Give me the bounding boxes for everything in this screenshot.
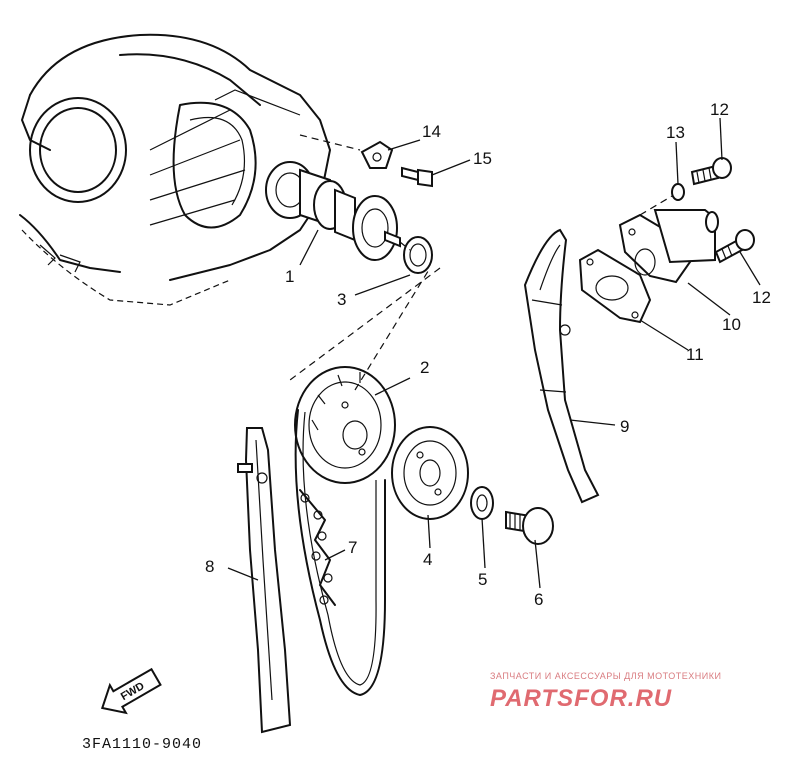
part-3-circlip <box>403 236 433 274</box>
callout-15: 15 <box>473 149 492 168</box>
part-6-bolt <box>505 507 554 545</box>
callout-11: 11 <box>686 345 704 364</box>
callout-2: 2 <box>420 358 429 377</box>
callout-14: 14 <box>422 122 441 141</box>
callout-7: 7 <box>348 538 357 557</box>
diagram-code: 3FA1110-9040 <box>82 736 202 753</box>
callout-numbers: 1 2 3 4 5 6 7 8 9 10 11 12 12 13 14 15 <box>205 100 771 609</box>
watermark: ЗАПЧАСТИ И АКСЕССУАРЫ ДЛЯ МОТОТЕХНИКИ PA… <box>490 671 721 712</box>
part-12-bolt-lower <box>714 229 755 264</box>
part-7-cam-chain <box>294 409 386 696</box>
cylinder-head <box>19 33 331 306</box>
callout-1: 1 <box>285 267 294 286</box>
callout-6: 6 <box>534 590 543 609</box>
callout-13: 13 <box>666 123 685 142</box>
part-15-bolt <box>401 166 433 188</box>
watermark-brand: PARTSFOR.RU <box>490 685 672 712</box>
callout-4: 4 <box>423 550 432 569</box>
callout-10: 10 <box>722 315 741 334</box>
callout-12-upper: 12 <box>710 100 729 119</box>
assembly-lines <box>289 134 673 391</box>
leader-lines <box>227 117 761 589</box>
watermark-tagline: ЗАПЧАСТИ И АКСЕССУАРЫ ДЛЯ МОТОТЕХНИКИ <box>490 671 721 681</box>
part-2-cam-sprocket <box>294 366 396 484</box>
part-10-tensioner <box>618 209 719 284</box>
part-4-plate <box>391 426 469 520</box>
part-12-bolt-upper <box>690 157 732 186</box>
part-11-gasket <box>578 248 652 324</box>
part-9-chain-guide <box>523 228 600 504</box>
part-8-chain-guide <box>237 427 292 734</box>
callout-8: 8 <box>205 557 214 576</box>
callout-5: 5 <box>478 570 487 589</box>
callout-12-lower: 12 <box>752 288 771 307</box>
callout-3: 3 <box>337 290 346 309</box>
part-1-camshaft <box>265 161 401 261</box>
part-13-washer <box>671 183 685 201</box>
fwd-arrow: FWD <box>100 667 162 715</box>
callout-9: 9 <box>620 417 629 436</box>
part-5-washer <box>470 486 494 520</box>
part-14-plate <box>360 140 394 169</box>
